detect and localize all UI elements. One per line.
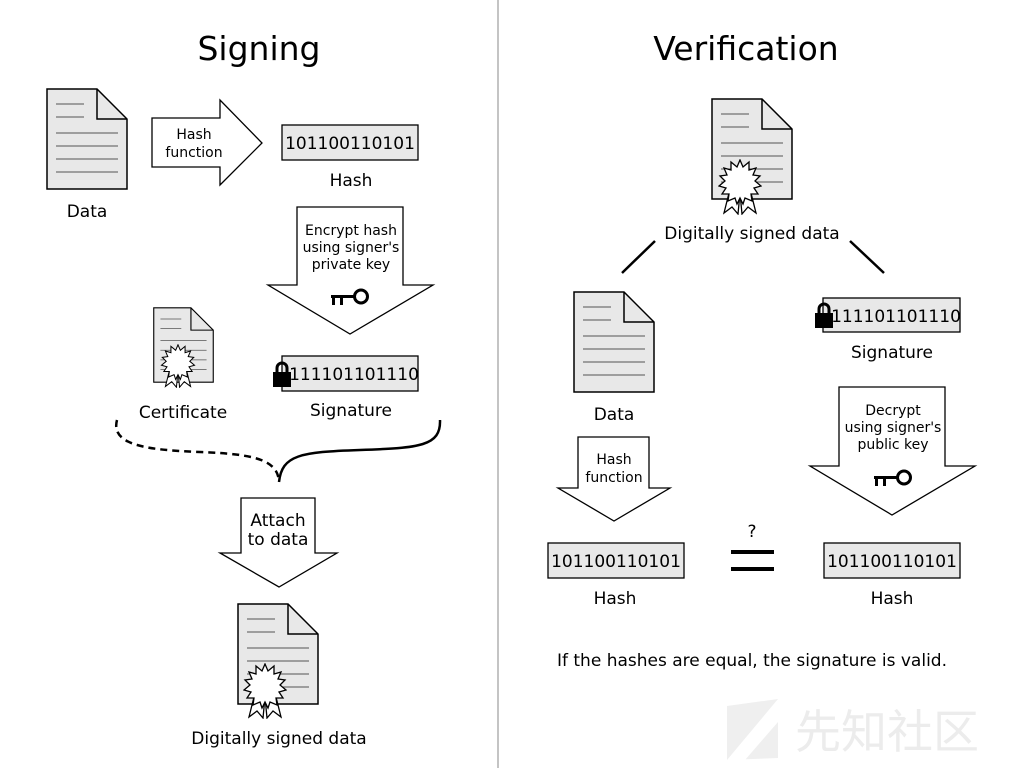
signed-data-label: Digitally signed data xyxy=(191,729,366,749)
data-document-icon xyxy=(573,291,655,393)
signature-box xyxy=(822,297,961,333)
arrow-label: function xyxy=(165,145,222,161)
arrow-label: Hash xyxy=(596,452,631,468)
hash-label: Hash xyxy=(330,171,373,191)
arrow-label: Decrypt xyxy=(865,403,921,419)
signature-label: Signature xyxy=(310,401,392,421)
arrow-label: using signer's xyxy=(845,420,942,436)
signature-value: 111101101110 xyxy=(831,307,961,327)
split-line-right xyxy=(849,240,885,274)
hash-left-label: Hash xyxy=(594,589,637,609)
watermark-logo: 先知社区 xyxy=(727,699,979,760)
data-document-icon xyxy=(46,88,128,190)
hash-box-left xyxy=(547,542,685,579)
hash-box xyxy=(281,124,419,161)
equals-icon xyxy=(731,550,774,554)
decrypt-arrow: Decrypt using signer's public key xyxy=(807,386,978,516)
signature-seal-icon xyxy=(243,663,287,719)
verification-footnote: If the hashes are equal, the signature i… xyxy=(557,651,947,671)
compare-question-mark: ? xyxy=(747,522,756,542)
hash-right-value: 101100110101 xyxy=(827,552,957,572)
attach-to-data-arrow: Attach to data xyxy=(217,497,340,588)
watermark-text: 先知社区 xyxy=(795,705,979,759)
hash-right-label: Hash xyxy=(871,589,914,609)
arrow-label: function xyxy=(585,470,642,486)
arrow-label: to data xyxy=(248,530,309,550)
data-label: Data xyxy=(67,202,108,222)
signature-label: Signature xyxy=(851,343,933,363)
verification-title: Verification xyxy=(653,29,838,68)
equals-icon xyxy=(731,567,774,571)
hash-function-arrow: Hash function xyxy=(151,98,263,187)
certificate-label: Certificate xyxy=(139,403,227,423)
signed-data-label: Digitally signed data xyxy=(664,224,839,244)
arrow-label: using signer's xyxy=(303,240,400,256)
arrow-label: private key xyxy=(312,257,390,273)
combine-brace xyxy=(114,419,442,483)
split-line-left xyxy=(621,240,656,274)
hash-left-value: 101100110101 xyxy=(551,552,681,572)
hash-box-right xyxy=(823,542,961,579)
data-label: Data xyxy=(594,405,635,425)
encrypt-hash-arrow: Encrypt hash using signer's private key xyxy=(265,206,436,335)
hash-value: 101100110101 xyxy=(285,134,415,154)
arrow-label: Attach xyxy=(250,511,305,531)
arrow-label: Encrypt hash xyxy=(305,223,397,239)
signing-title: Signing xyxy=(197,29,320,68)
hash-function-arrow: Hash function xyxy=(555,436,673,522)
arrow-label: public key xyxy=(857,437,928,453)
signature-seal-icon xyxy=(718,159,762,215)
signature-value: 111101101110 xyxy=(289,365,419,385)
arrow-label: Hash xyxy=(176,127,211,143)
